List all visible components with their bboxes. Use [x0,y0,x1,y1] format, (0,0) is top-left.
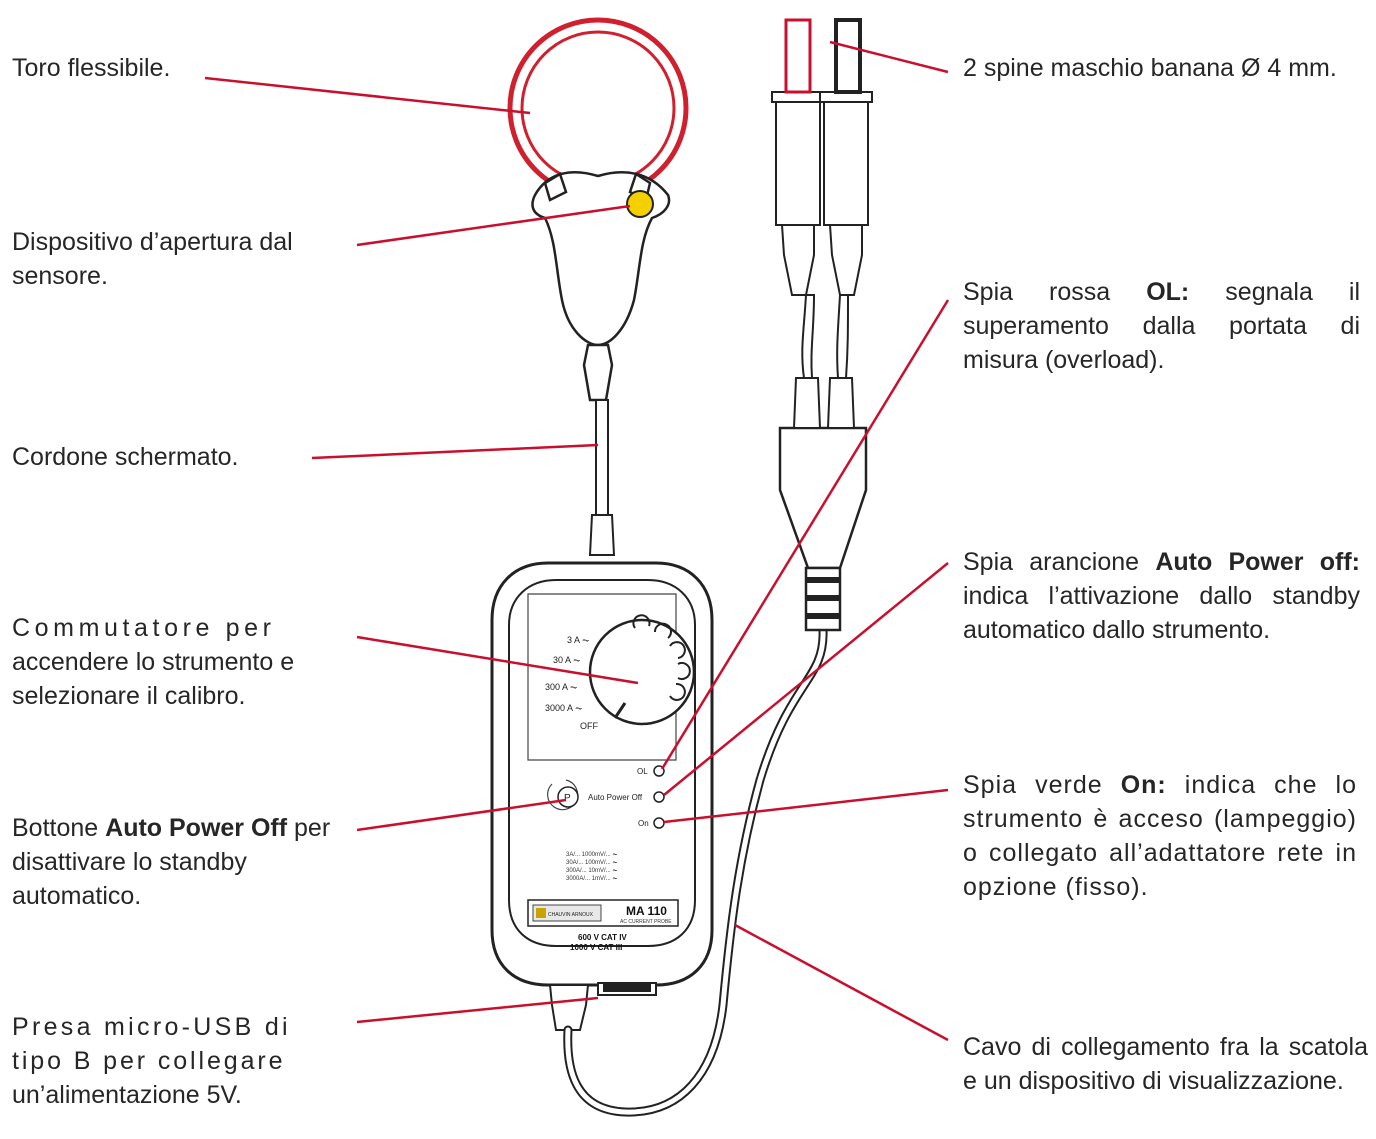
label-green-led: Spia verde On: indica che lo strumento è… [963,771,1357,901]
range-label: 30 A ⏦ [553,655,580,665]
flexible-toroid [507,17,689,199]
label-red-led: Spia rossa OL: segnala il superamento da… [963,278,1360,374]
leader-lines [204,40,950,1042]
cat-rating: 1000 V CAT III [570,943,622,952]
label-flexible-toroid: Toro flessibile. [12,54,171,82]
test-leads [792,294,856,429]
label-line: tipo B per collegare [12,1047,286,1075]
banana-plug-black [819,18,873,296]
range-label: 3 A ⏦ [567,635,589,645]
label-shielded-cord: Cordone schermato. [12,443,239,471]
spec-line: 30A/... 100mV/... ⏦ [566,860,617,866]
label-line: Presa micro-USB di [12,1013,291,1041]
spec-line: 3A/... 1000mV/... ⏦ [566,852,617,858]
label-orange-led: Spia arancione Auto Power off: indica l’… [963,548,1360,644]
spec-line: 3000A/... 1mV/... ⏦ [566,876,617,882]
label-connection-cable: Cavo di collegamento fra la scatola e un… [963,1033,1368,1095]
label-line: un’alimentazione 5V. [12,1081,242,1109]
micro-usb-port [597,982,657,996]
selector-switch[interactable] [588,614,696,726]
range-label: OFF [580,721,598,731]
label-line: accendere lo strumento e selezionare il … [12,648,295,710]
label-banana-plugs: 2 spine maschio banana Ø 4 mm. [963,54,1337,82]
cable-strain-relief [548,984,590,1031]
spec-line: 300A/... 10mV/... ⏦ [566,868,617,874]
opening-device-button[interactable] [626,190,654,218]
label-selector-switch: Commutatore per accendere lo strumento e… [12,611,335,713]
led-label-ol: OL [637,767,648,776]
y-splitter [778,426,868,632]
auto-power-off-button[interactable]: P [547,779,579,811]
range-label: 300 A ⏦ [545,682,577,692]
shielded-cord [588,399,616,556]
label-line: Commutatore per [12,614,276,642]
label-micro-usb: Presa micro-USB di tipo B per collegare … [12,1010,342,1112]
label-auto-power-off-button: Bottone Auto Power Off per disattivare l… [12,814,331,910]
label-opening-device: Dispositivo d’apertura dal sensore. [12,228,293,290]
led-label-on: On [638,819,649,828]
nameplate: CHAUVIN ARNOUX MA 110 AC CURRENT PROBE 6… [527,899,679,952]
range-label: 3000 A ⏦ [545,703,582,713]
button-symbol: P [564,793,571,804]
brand-logo-text: CHAUVIN ARNOUX [548,912,594,918]
range-labels: 3 A ⏦ 30 A ⏦ 300 A ⏦ 3000 A ⏦ OFF [545,635,598,731]
led-on [653,817,665,829]
spec-table: 3A/... 1000mV/... ⏦ 30A/... 100mV/... ⏦ … [566,852,617,882]
model-subtitle: AC CURRENT PROBE [620,919,672,925]
led-label-auto-power-off: Auto Power Off [588,793,643,802]
cat-rating: 600 V CAT IV [578,933,627,942]
led-auto-power-off [653,791,665,803]
banana-plug-red [771,18,825,296]
model-name: MA 110 [626,904,667,918]
